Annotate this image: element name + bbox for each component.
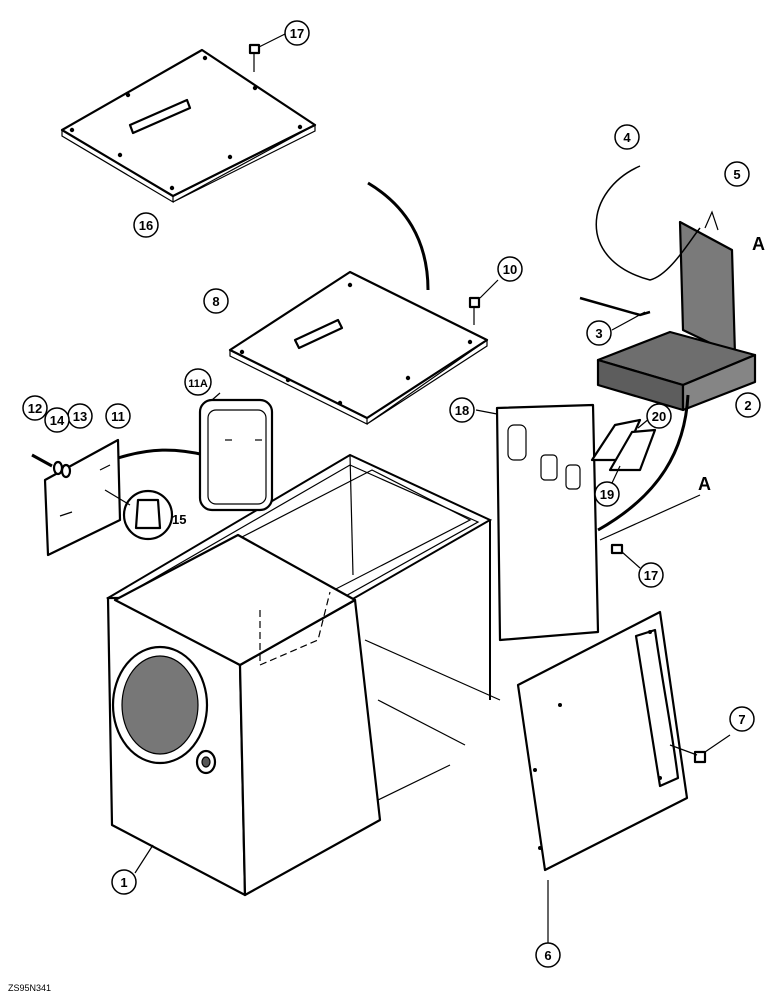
screw-7 bbox=[669, 734, 731, 764]
callout-11: 11 bbox=[105, 403, 131, 429]
battery-cable bbox=[579, 165, 701, 331]
lower-cover-plate bbox=[228, 270, 489, 425]
fastener-stack bbox=[31, 453, 72, 479]
callout-19: 19 bbox=[594, 481, 620, 507]
retainer-clip bbox=[104, 489, 174, 541]
svg-text:12: 12 bbox=[28, 401, 42, 416]
callout-3: 3 bbox=[586, 320, 612, 346]
callout-2: 2 bbox=[735, 392, 761, 418]
callout-11a: 11A bbox=[184, 368, 212, 396]
callout-20: 20 bbox=[646, 403, 672, 429]
callout-17-top: 17 bbox=[284, 20, 310, 46]
callout-14: 14 bbox=[44, 407, 70, 433]
svg-text:14: 14 bbox=[50, 413, 65, 428]
svg-text:10: 10 bbox=[503, 262, 517, 277]
callout-1: 1 bbox=[111, 869, 137, 895]
callout-6: 6 bbox=[535, 942, 561, 968]
side-access-cover bbox=[43, 438, 206, 557]
back-panel bbox=[475, 403, 600, 642]
svg-text:4: 4 bbox=[623, 130, 631, 145]
svg-text:2: 2 bbox=[744, 398, 751, 413]
svg-text:16: 16 bbox=[139, 218, 153, 233]
callout-18: 18 bbox=[449, 397, 475, 423]
access-cover-19 bbox=[590, 417, 657, 484]
callout-8: 8 bbox=[203, 288, 229, 314]
section-marker-a-right: A bbox=[698, 474, 711, 494]
svg-text:5: 5 bbox=[733, 167, 740, 182]
top-cover-plate bbox=[60, 48, 317, 204]
svg-text:20: 20 bbox=[652, 409, 666, 424]
svg-text:8: 8 bbox=[212, 294, 219, 309]
callout-17-right: 17 bbox=[638, 562, 664, 588]
svg-text:11A: 11A bbox=[188, 378, 208, 390]
screw-17-right bbox=[610, 543, 641, 569]
callout-4: 4 bbox=[614, 124, 640, 150]
drawing-code: ZS95N341 bbox=[8, 983, 51, 993]
svg-text:13: 13 bbox=[73, 409, 87, 424]
svg-text:7: 7 bbox=[738, 712, 745, 727]
callout-10: 10 bbox=[497, 256, 523, 282]
svg-text:1: 1 bbox=[120, 875, 127, 890]
battery-tray bbox=[596, 210, 757, 412]
callout-7: 7 bbox=[729, 706, 755, 732]
callout-5: 5 bbox=[724, 161, 750, 187]
svg-text:11: 11 bbox=[111, 409, 125, 424]
main-enclosure bbox=[105, 453, 501, 897]
svg-text:3: 3 bbox=[595, 326, 602, 341]
screw-10 bbox=[468, 279, 499, 325]
screw-17-top bbox=[248, 33, 286, 72]
svg-text:17: 17 bbox=[644, 568, 658, 583]
callout-15: 15 bbox=[172, 512, 186, 527]
gasket-11a bbox=[198, 392, 274, 512]
svg-text:19: 19 bbox=[600, 487, 614, 502]
callout-16: 16 bbox=[133, 212, 159, 238]
svg-text:17: 17 bbox=[290, 26, 304, 41]
section-marker-a-top: A bbox=[752, 234, 765, 254]
side-door bbox=[516, 610, 689, 945]
callout-12: 12 bbox=[22, 395, 48, 421]
svg-text:15: 15 bbox=[172, 512, 186, 527]
svg-text:18: 18 bbox=[455, 403, 469, 418]
callout-13: 13 bbox=[67, 403, 93, 429]
svg-text:6: 6 bbox=[544, 948, 551, 963]
